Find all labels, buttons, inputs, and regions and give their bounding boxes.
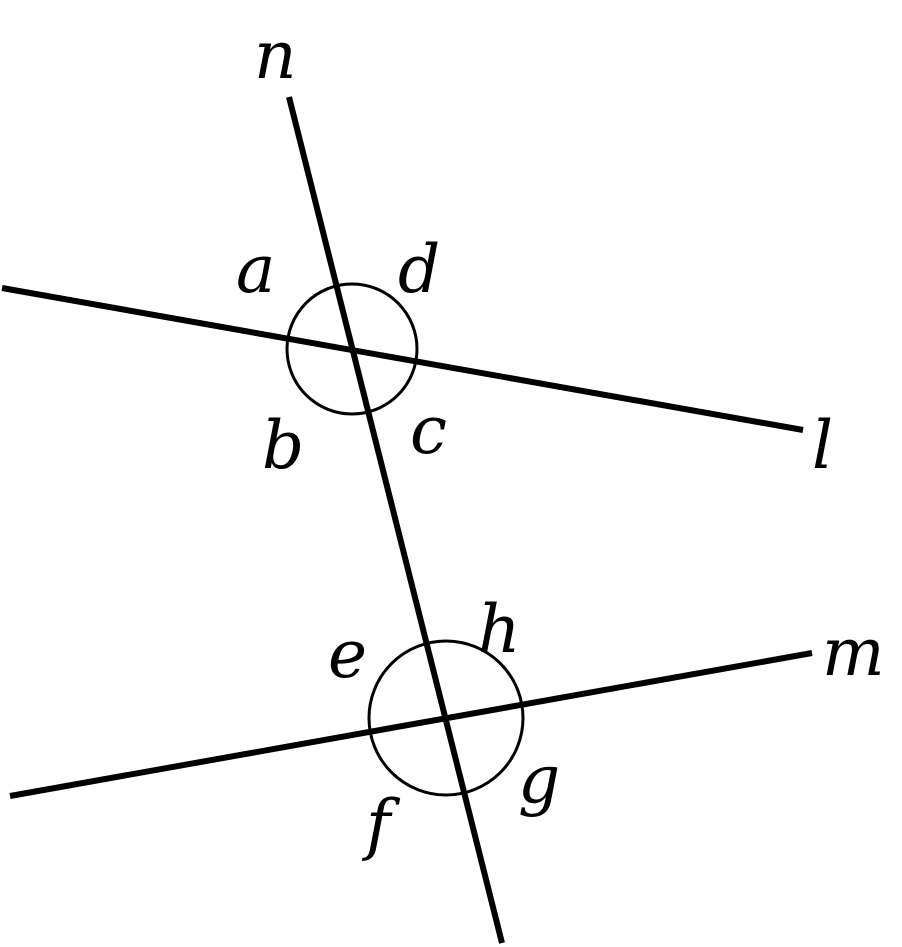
angle-arc-lower xyxy=(367,639,525,797)
label-angle-f: f xyxy=(361,786,401,863)
angle-arc-upper xyxy=(285,282,419,416)
label-angle-h: h xyxy=(478,591,521,668)
label-angle-b: b xyxy=(262,407,304,484)
label-line-l: l xyxy=(812,407,833,484)
label-angle-c: c xyxy=(410,392,447,469)
label-angle-d: d xyxy=(398,231,440,308)
label-angle-a: a xyxy=(236,231,275,308)
label-angle-g: g xyxy=(518,741,560,818)
label-angle-e: e xyxy=(328,616,367,693)
label-line-n: n xyxy=(254,17,297,94)
transversal-line-n xyxy=(286,96,505,944)
line-m xyxy=(9,650,813,799)
line-l xyxy=(1,285,804,433)
label-line-m: m xyxy=(822,614,885,691)
